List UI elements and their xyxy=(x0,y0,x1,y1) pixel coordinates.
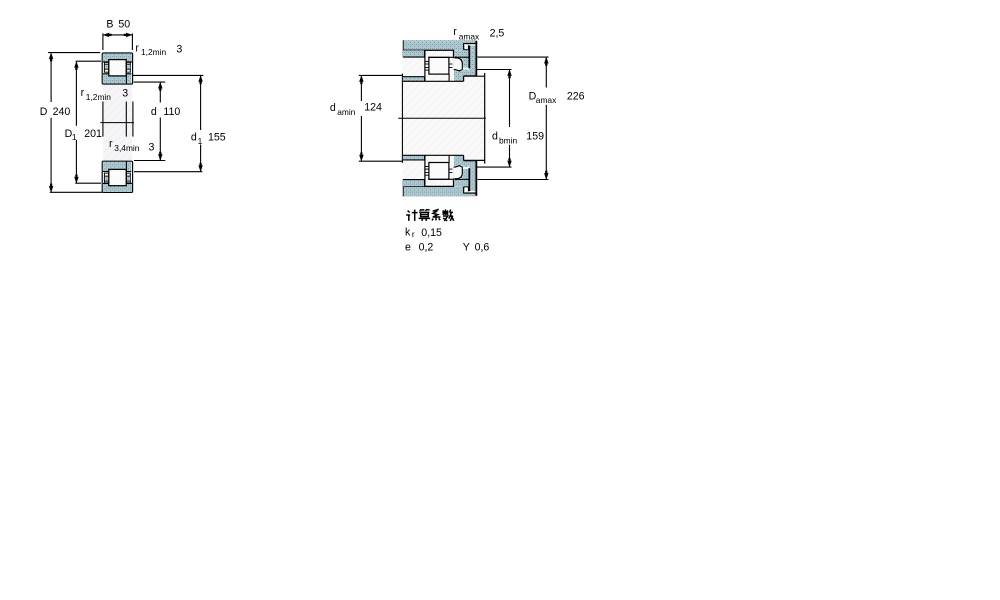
svg-text:r: r xyxy=(453,26,457,38)
svg-text:155: 155 xyxy=(208,132,226,144)
svg-text:0,15: 0,15 xyxy=(421,227,442,239)
svg-text:159: 159 xyxy=(526,131,544,143)
svg-text:bmin: bmin xyxy=(499,135,517,145)
svg-text:110: 110 xyxy=(163,106,180,118)
svg-text:d: d xyxy=(330,102,336,114)
svg-text:1: 1 xyxy=(198,136,203,146)
svg-text:Y: Y xyxy=(463,241,470,253)
svg-text:3,4min: 3,4min xyxy=(114,143,139,153)
svg-text:r: r xyxy=(135,42,139,54)
svg-text:d: d xyxy=(492,131,498,143)
svg-text:1,2min: 1,2min xyxy=(86,92,111,102)
svg-text:226: 226 xyxy=(567,91,585,103)
svg-text:D: D xyxy=(65,128,73,140)
svg-text:B: B xyxy=(106,19,113,31)
svg-text:201: 201 xyxy=(84,128,102,140)
svg-text:D: D xyxy=(40,106,48,118)
svg-text:0,2: 0,2 xyxy=(419,241,434,253)
svg-text:D: D xyxy=(529,91,537,103)
svg-text:r: r xyxy=(412,229,415,239)
svg-text:amax: amax xyxy=(459,32,480,42)
svg-text:50: 50 xyxy=(118,19,130,31)
svg-text:amin: amin xyxy=(337,107,355,117)
svg-text:1,2min: 1,2min xyxy=(141,47,166,57)
svg-text:k: k xyxy=(405,227,411,239)
svg-text:2,5: 2,5 xyxy=(490,27,505,39)
svg-text:1: 1 xyxy=(72,132,77,142)
svg-text:d: d xyxy=(191,132,197,144)
svg-text:3: 3 xyxy=(122,88,128,100)
svg-text:240: 240 xyxy=(53,106,71,118)
svg-text:3: 3 xyxy=(149,142,155,154)
svg-text:r: r xyxy=(81,87,85,99)
svg-text:amax: amax xyxy=(536,95,557,105)
svg-text:0,6: 0,6 xyxy=(475,241,490,253)
svg-text:e: e xyxy=(405,241,411,253)
svg-text:r: r xyxy=(109,138,113,150)
svg-text:d: d xyxy=(151,106,157,118)
svg-text:124: 124 xyxy=(364,102,382,114)
svg-text:3: 3 xyxy=(176,43,182,55)
